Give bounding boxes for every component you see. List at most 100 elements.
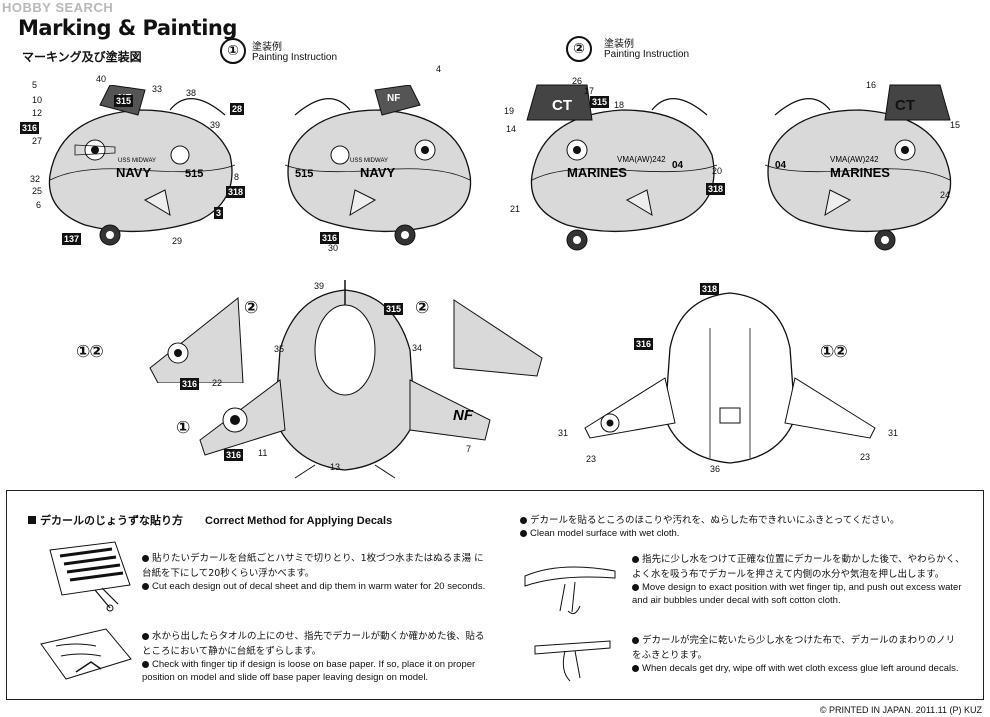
callout-316-c: 316 xyxy=(634,338,654,350)
plane-scheme1-right-view: NF USS MIDWAY NAVY 515 xyxy=(284,85,472,246)
callout-36: 36 xyxy=(710,464,721,474)
scheme-2-en: Painting Instruction xyxy=(604,49,690,60)
callout-13: 13 xyxy=(330,462,341,472)
callout-30: 30 xyxy=(328,243,339,253)
callout-17: 17 xyxy=(584,86,595,96)
plane-top-view: NF xyxy=(199,280,491,479)
bullet-icon xyxy=(632,555,639,563)
decal-step-2-en: Check with finger tip if design is loose… xyxy=(142,659,476,683)
decal-step-2: 水から出したらタオルの上にのせ、指先でデカールが動くか確かめた後、貼るところにお… xyxy=(142,628,490,684)
decal-step-5-en: When decals get dry, wipe off with wet c… xyxy=(642,663,959,674)
callout-315: 315 xyxy=(114,95,134,107)
scheme1-tail-code-right: NF xyxy=(387,93,400,104)
scheme-1-en: Painting Instruction xyxy=(252,52,338,63)
print-footer: © PRINTED IN JAPAN. 2011.11 (P) KUZ xyxy=(819,705,982,715)
decal-sheet-cut-illustration xyxy=(49,541,131,612)
view-combo-left: ①② xyxy=(76,342,104,362)
decal-step-4: 指先に少し水をつけて正確な位置にデカールを動かした後で、やわらかく、よく水を吸う… xyxy=(632,551,966,607)
scheme2-tail-code: CT xyxy=(552,97,572,114)
callout-27: 27 xyxy=(32,136,43,146)
callout-19: 19 xyxy=(504,106,515,116)
decal-step-4-en: Move design to exact position with wet f… xyxy=(632,582,962,606)
scheme1-service-text: NAVY xyxy=(116,165,151,180)
callout-3: 3 xyxy=(214,207,224,219)
callout-28: 28 xyxy=(230,103,245,115)
callout-6: 6 xyxy=(36,200,42,210)
position-decal-illustration xyxy=(524,566,616,615)
callout-16: 16 xyxy=(866,80,877,90)
decal-step-5: デカールが完全に乾いたら少し水をつけた布で、デカールのまわりのノリ をふきとりま… xyxy=(632,632,966,675)
callout-7: 7 xyxy=(466,444,472,454)
callout-31-b: 31 xyxy=(888,428,899,438)
scheme-1-jp: 塗装例 xyxy=(252,42,282,53)
callout-29: 29 xyxy=(172,236,183,246)
square-bullet-icon xyxy=(28,516,36,524)
bullet-icon xyxy=(632,664,639,672)
scheme2-tail-code-right: CT xyxy=(895,97,915,114)
callout-33: 33 xyxy=(152,84,163,94)
view-two-left: ② xyxy=(244,298,258,318)
bullet-icon xyxy=(142,660,149,668)
decal-title-jp: デカールのじょうずな貼り方 xyxy=(40,514,183,527)
callout-23: 23 xyxy=(586,454,597,464)
bullet-icon xyxy=(142,582,149,590)
scheme2-service-text: MARINES xyxy=(567,165,627,180)
scheme-1-badge: ① xyxy=(220,38,246,64)
callout-318-b: 318 xyxy=(706,183,726,195)
callout-15: 15 xyxy=(950,120,961,130)
scheme2-side-number: 04 xyxy=(672,160,684,171)
callout-21: 21 xyxy=(510,204,521,214)
callout-40: 40 xyxy=(96,74,107,84)
scheme2-side-number-right: 04 xyxy=(775,160,787,171)
callout-24: 24 xyxy=(940,190,951,200)
callout-316: 316 xyxy=(20,122,40,134)
bullet-icon xyxy=(632,583,639,591)
scheme-2-badge: ② xyxy=(566,36,592,62)
callout-315-c: 315 xyxy=(384,303,404,315)
top-view-tail-code: NF xyxy=(453,407,474,424)
callout-316-d: 316 xyxy=(180,378,200,390)
callout-34: 34 xyxy=(412,343,423,353)
callout-38: 38 xyxy=(186,88,197,98)
view-combo-right: ①② xyxy=(820,342,848,362)
view-two-right: ② xyxy=(415,298,429,318)
scheme1-side-number-right: 515 xyxy=(295,168,313,180)
wing-right-piece xyxy=(453,299,543,377)
callout-32: 32 xyxy=(30,174,41,184)
bullet-icon xyxy=(632,636,639,644)
bullet-icon xyxy=(520,529,527,537)
callout-5: 5 xyxy=(32,80,38,90)
decal-step-1-en: Cut each design out of decal sheet and d… xyxy=(152,581,486,592)
plane-scheme2-left-view: CT VMA(AW)242 MARINES 04 xyxy=(526,84,718,251)
bullet-icon xyxy=(142,554,149,562)
callout-39: 39 xyxy=(210,120,221,130)
scheme2-unit-text: VMA(AW)242 xyxy=(617,155,666,164)
callout-14: 14 xyxy=(506,124,517,134)
bullet-icon xyxy=(520,516,527,524)
view-one-left: ① xyxy=(176,418,190,438)
plane-bottom-view xyxy=(584,292,876,464)
decal-step-4-jp: 指先に少し水をつけて正確な位置にデカールを動かした後で、やわらかく、よく水を吸う… xyxy=(632,554,965,580)
page-title: Marking & Painting xyxy=(18,16,237,40)
towel-slide-illustration xyxy=(40,628,132,680)
scheme1-unit-text-right: USS MIDWAY xyxy=(350,158,388,164)
scheme1-unit-text: USS MIDWAY xyxy=(118,158,156,164)
callout-4: 4 xyxy=(436,64,442,74)
callout-12: 12 xyxy=(32,108,43,118)
callout-318-c: 318 xyxy=(700,283,720,295)
callout-316-b: 316 xyxy=(320,232,340,244)
callout-315-b: 315 xyxy=(590,96,610,108)
callout-31: 31 xyxy=(558,428,569,438)
scheme-2-jp: 塗装例 xyxy=(604,39,634,50)
decal-step-1-jp: 貼りたいデカールを台紙ごとハサミで切りとり、1枚づつ水またはぬるま湯 に台紙を下… xyxy=(142,553,484,579)
callout-23-b: 23 xyxy=(860,452,871,462)
callout-11: 11 xyxy=(258,448,268,458)
decal-title-en: Correct Method for Applying Decals xyxy=(205,515,393,527)
wipe-glue-illustration xyxy=(534,640,611,682)
callout-35: 35 xyxy=(274,344,285,354)
decal-instructions-panel xyxy=(6,490,984,700)
scheme1-service-text-right: NAVY xyxy=(360,165,395,180)
decal-step-3-jp: デカールを貼るところのほこりや汚れを、ぬらした布できれいにふきとってください。 xyxy=(530,515,900,526)
decal-step-3: デカールを貼るところのほこりや汚れを、ぬらした布できれいにふきとってください。 … xyxy=(520,512,940,540)
decal-step-5-jp: デカールが完全に乾いたら少し水をつけた布で、デカールのまわりのノリ をふきとりま… xyxy=(632,635,956,661)
